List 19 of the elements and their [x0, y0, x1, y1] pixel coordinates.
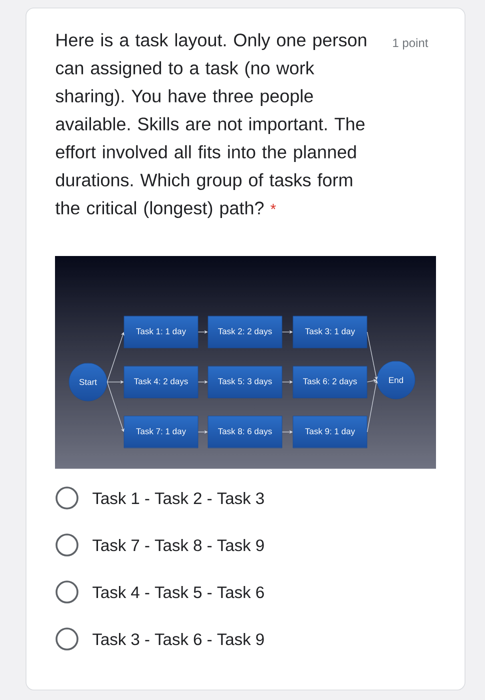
- task-box: Task 9: 1 day: [292, 416, 368, 448]
- arrow: [106, 382, 124, 432]
- arrow: [366, 332, 378, 380]
- task-box: Task 8: 6 days: [208, 416, 282, 448]
- arrow: [366, 380, 378, 432]
- task-box: Task 3: 1 day: [292, 316, 368, 348]
- option-label: Task 4 - Task 5 - Task 6: [92, 586, 264, 598]
- option-label: Task 1 - Task 2 - Task 3: [92, 492, 264, 504]
- task-box: Task 5: 3 days: [208, 366, 282, 398]
- task-box: Task 6: 2 days: [292, 366, 368, 398]
- task-box: Task 7: 1 day: [124, 416, 198, 448]
- arrow: [106, 332, 124, 382]
- points-label: 1 point: [393, 38, 428, 50]
- question-text: Here is a task layout. Only one person can assigned to a task (no work sharing). You have three people available. Skills are not important. The effort involved all fits into the planned durations. Which group of tasks form the critical (longest) path? *: [55, 33, 366, 218]
- task-box: Task 4: 2 days: [124, 366, 198, 398]
- option-label: Task 3 - Task 6 - Task 9: [92, 633, 264, 646]
- task-box: Task 1: 1 day: [124, 316, 198, 348]
- task-box: Task 2: 2 days: [208, 316, 282, 348]
- option-label: Task 7 - Task 8 - Task 9: [92, 539, 264, 552]
